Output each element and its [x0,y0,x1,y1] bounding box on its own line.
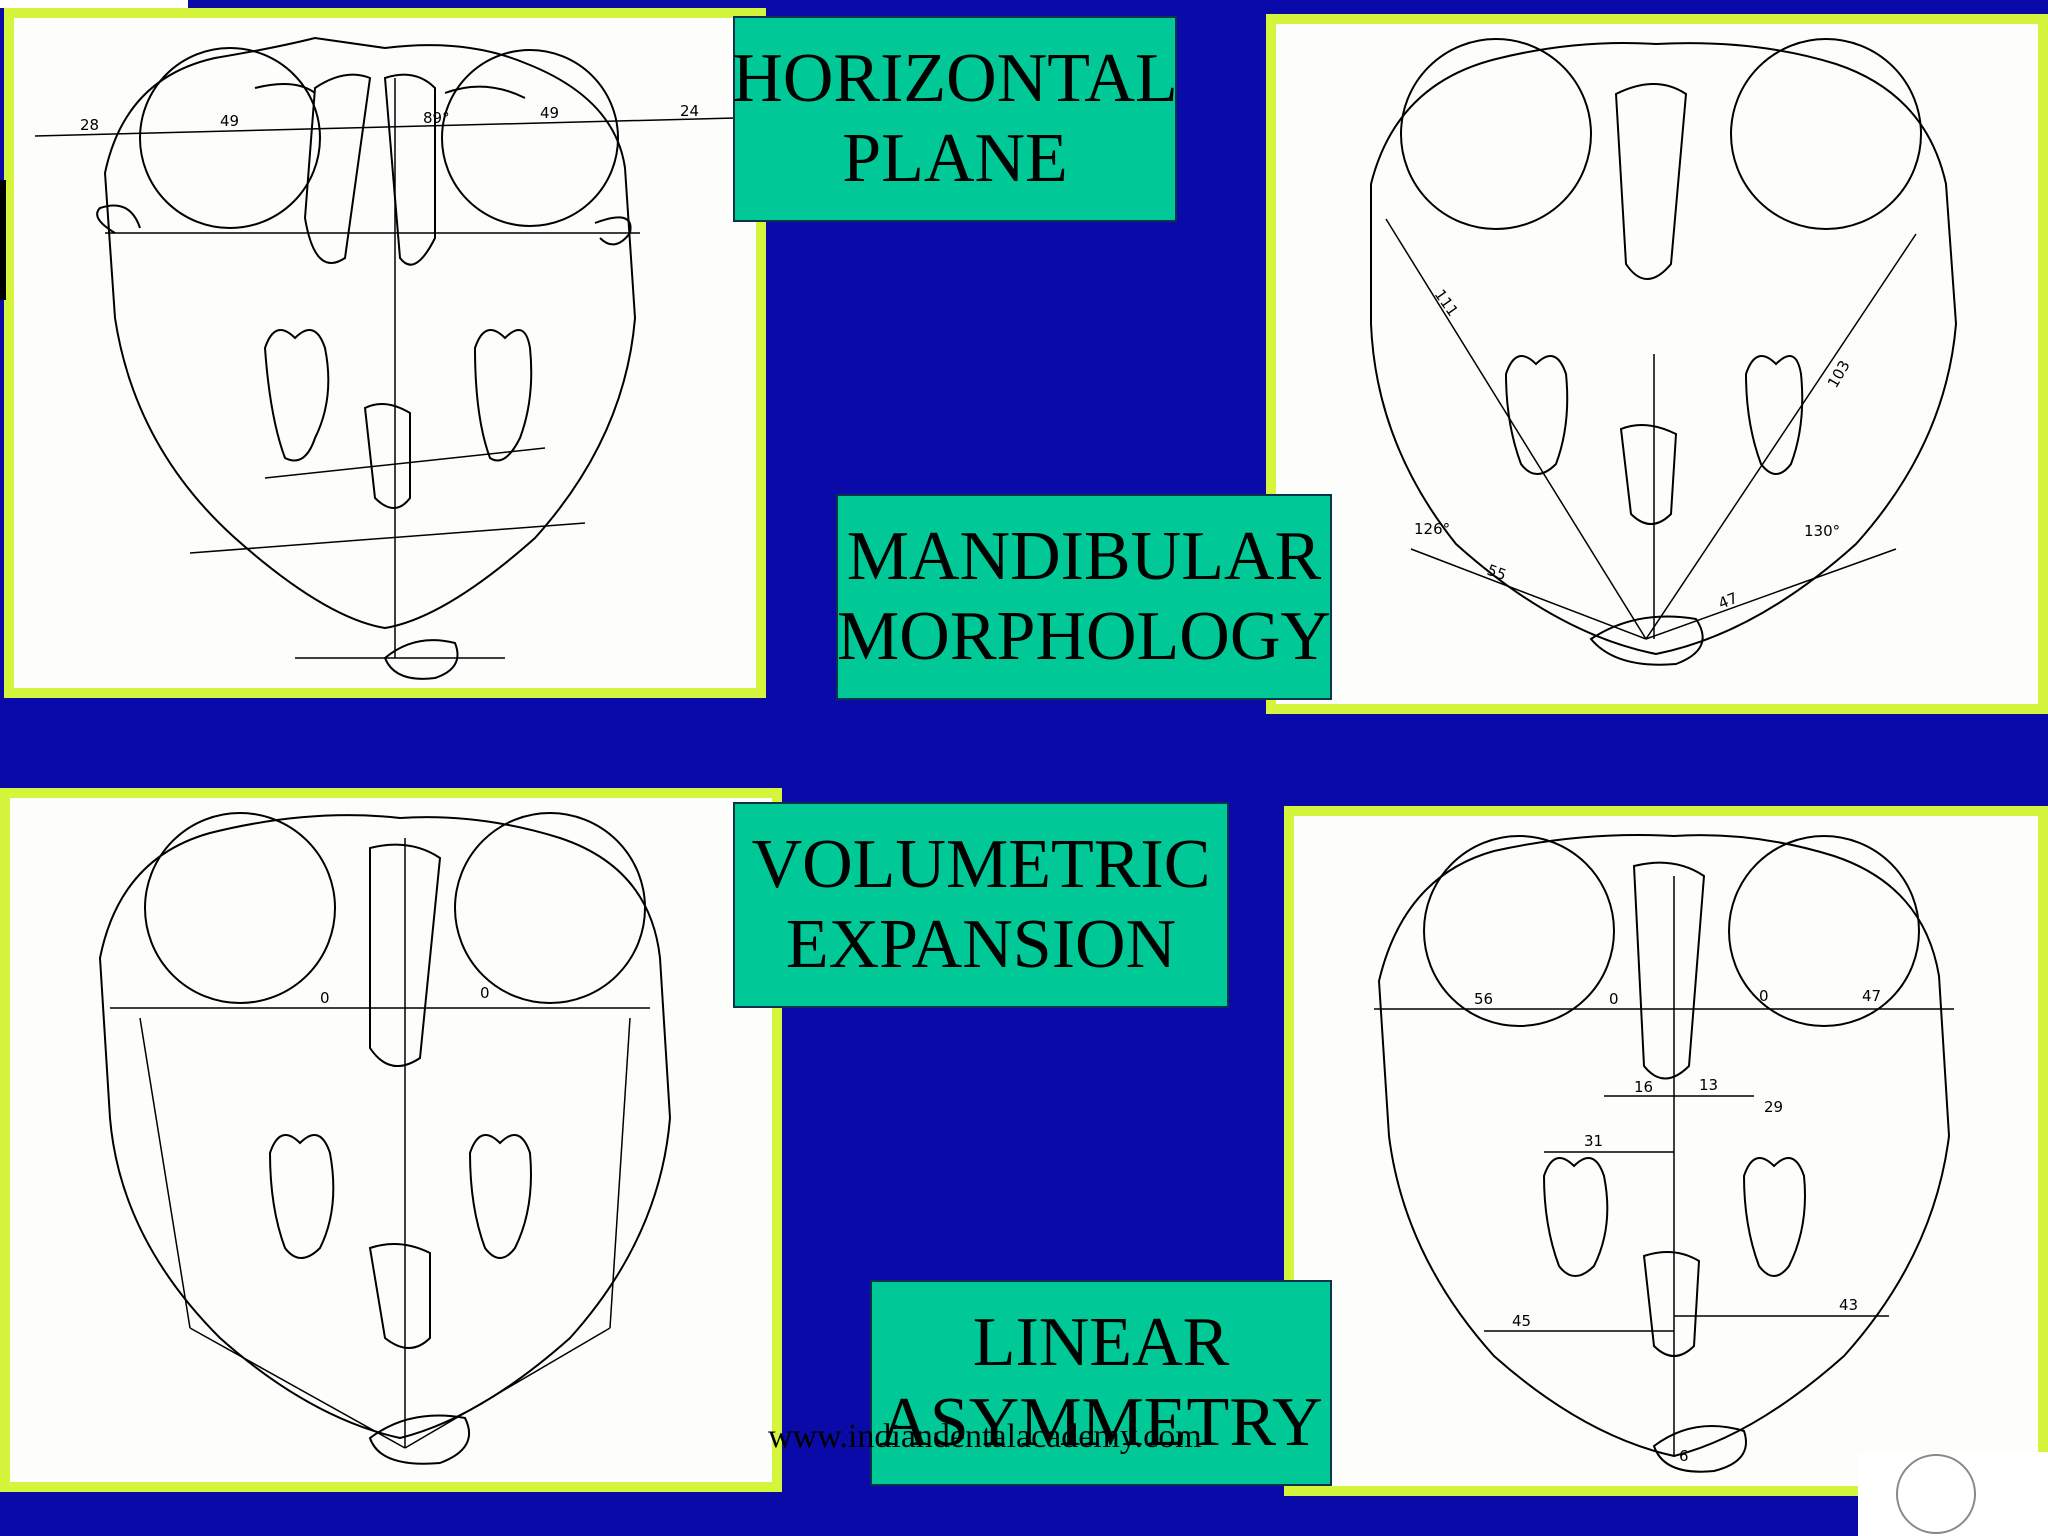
measure-l-7: 29 [1764,1098,1783,1116]
measure-v-1: 0 [320,989,330,1007]
skull-tracing-horizontal: 28 49 89° 49 24 [34,36,736,680]
label-mandibular-line-1: MANDIBULAR [846,518,1322,595]
label-volumetric-line-2: EXPANSION [785,906,1177,983]
label-horizontal-line-2: PLANE [842,120,1068,197]
tracing-linear-asymmetry: 56 0 0 47 16 13 29 31 45 43 6 [1284,806,2048,1496]
measure-h-3: 89° [423,109,450,127]
measure-l-2: 0 [1609,990,1619,1008]
measure-h-4: 49 [540,104,559,122]
label-linear-asymmetry: LINEAR ASYMMETRY [870,1280,1332,1486]
skull-tracing-mandibular: 111 103 126° 130° 55 47 [1370,38,1958,666]
skull-tracing-linear: 56 0 0 47 16 13 29 31 45 43 6 [1374,834,1954,1473]
measure-m-6: 47 [1716,589,1740,613]
measure-v-2: 0 [480,984,490,1002]
measure-l-4: 47 [1862,987,1881,1005]
watermark-url: www.indiandentalacademy.com [768,1418,1202,1455]
label-linear-line-1: LINEAR [972,1304,1230,1381]
measure-l-5: 16 [1634,1078,1653,1096]
corner-artifact-bottom-right [1858,1452,2048,1536]
label-linear-line-2: ASYMMETRY [879,1384,1323,1461]
measure-m-2: 103 [1824,357,1854,391]
tracing-horizontal-plane: 28 49 89° 49 24 [4,8,766,698]
measure-m-5: 55 [1485,561,1509,584]
label-volumetric-line-1: VOLUMETRIC [751,826,1211,903]
measure-h-5: 24 [680,102,699,120]
measure-l-9: 45 [1512,1312,1531,1330]
measure-m-4: 130° [1804,522,1840,540]
edge-artifact-left [0,180,6,300]
tracing-volumetric-expansion: 0 0 [0,788,782,1492]
measure-l-11: 6 [1679,1447,1689,1465]
label-volumetric-expansion: VOLUMETRIC EXPANSION [733,802,1229,1008]
label-mandibular-line-2: MORPHOLOGY [837,598,1331,675]
skull-tracing-volumetric: 0 0 [98,812,672,1465]
measure-m-1: 111 [1431,286,1462,320]
measure-l-6: 13 [1699,1076,1718,1094]
measure-l-1: 56 [1474,990,1493,1008]
dial-icon [1896,1454,1976,1534]
label-horizontal-plane: HORIZONTAL PLANE [732,16,1178,222]
tracing-mandibular-morphology: 111 103 126° 130° 55 47 [1266,14,2048,714]
label-horizontal-line-1: HORIZONTAL [732,40,1178,117]
measure-l-8: 31 [1584,1132,1603,1150]
measure-h-1: 28 [80,116,99,134]
measure-l-10: 43 [1839,1296,1858,1314]
corner-artifact-top-left [0,0,188,8]
measure-m-3: 126° [1414,520,1450,538]
measure-h-2: 49 [220,112,239,130]
measure-l-3: 0 [1759,987,1769,1005]
label-mandibular-morphology: MANDIBULAR MORPHOLOGY [836,494,1332,700]
